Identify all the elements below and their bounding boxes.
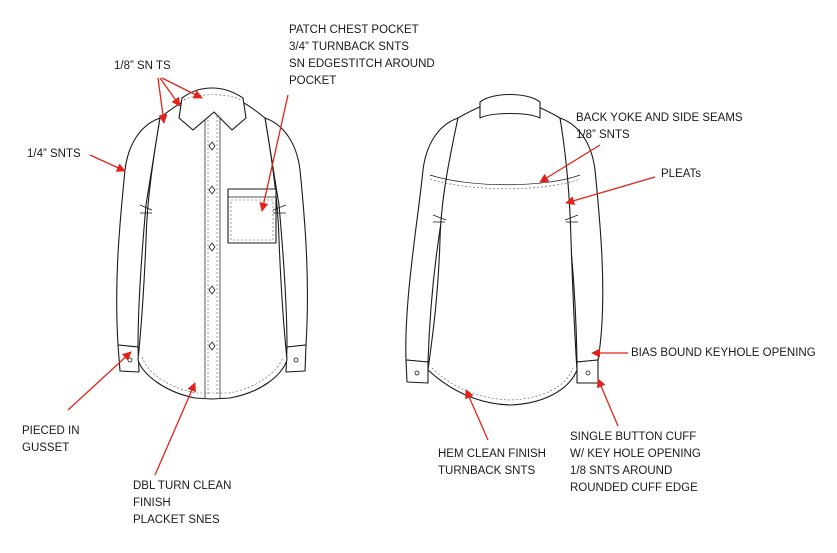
label-quarter-snts: 1/4” SNTS: [27, 148, 81, 160]
arrow-back-yoke: [539, 144, 601, 183]
label-pieced-in-gusset: PIECED IN GUSSET: [22, 425, 80, 454]
label-dbl-turn-clean-finish: DBL TURN CLEAN FINISH PLACKET SNES: [133, 480, 232, 526]
label-back-yoke-side-seams: BACK YOKE AND SIDE SEAMS 1/8” SNTS: [576, 112, 743, 141]
front-right-cuff: [285, 344, 307, 373]
arrow-cuff: [597, 378, 619, 427]
arrow-gusset: [67, 351, 132, 411]
arrow-sn-ts-3: [161, 77, 203, 99]
arrow-dbl-turn: [154, 382, 196, 476]
back-right-cuff: [576, 359, 599, 384]
arrow-quarter-snts: [89, 154, 126, 172]
front-right-sleeve: [264, 117, 308, 348]
shirt-front-view: [116, 87, 308, 400]
back-yoke-seam: [429, 174, 581, 186]
label-sn-ts: 1/8” SN TS: [114, 60, 171, 72]
arrow-pleats: [565, 176, 656, 206]
front-buttons: [208, 141, 216, 351]
arrow-sn-ts-2: [159, 77, 181, 107]
arrow-pocket: [259, 94, 289, 212]
callout-arrows: [67, 77, 656, 476]
arrow-sn-ts-1: [157, 77, 168, 124]
label-patch-chest-pocket: PATCH CHEST POCKET 3/4” TURNBACK SNTS SN…: [289, 24, 435, 87]
label-bias-bound-keyhole: BIAS BOUND KEYHOLE OPENING: [631, 347, 816, 359]
shirt-back-view: [405, 94, 604, 406]
label-hem-clean-finish: HEM CLEAN FINISH TURNBACK SNTS: [438, 448, 546, 477]
back-collar: [479, 94, 541, 119]
label-single-button-cuff: SINGLE BUTTON CUFF W/ KEY HOLE OPENING 1…: [570, 431, 701, 494]
front-left-sleeve: [116, 117, 161, 348]
arrow-hem: [465, 389, 489, 441]
label-pleats: PLEATs: [661, 168, 702, 180]
back-left-cuff: [405, 359, 429, 384]
front-chest-pocket: [227, 188, 277, 244]
front-placket: [204, 112, 221, 398]
